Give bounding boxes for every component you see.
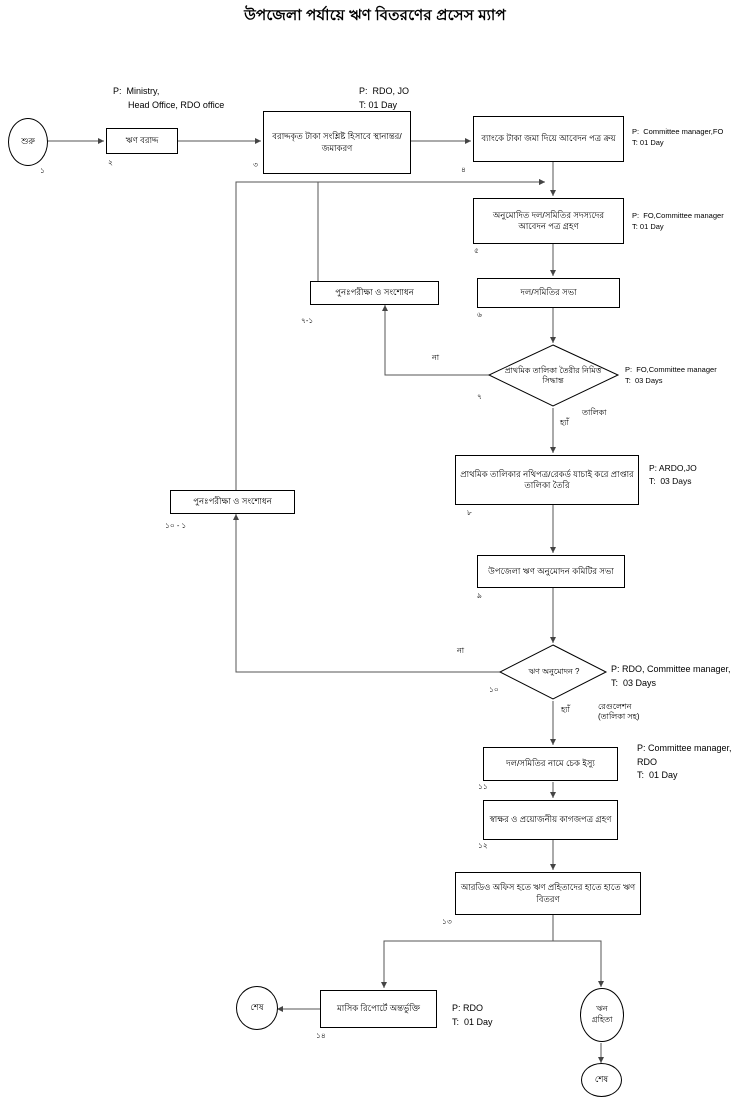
node-start-label: শুরু [21,136,35,147]
node-end-left-label: শেষ [250,1002,264,1013]
node-end-right-label: শেষ [594,1074,609,1085]
node-issue-cheque-number: ১১ [478,782,488,791]
node-rework-7-number: ৭-১ [301,316,314,325]
edge-label-yes-10: হ্যাঁ [561,705,570,714]
decision-primary-list-number: ৭ [477,392,482,401]
node-rework-10-number: ১০ - ১ [165,521,187,530]
node-rework-7[interactable]: পুনঃপরীক্ষা ও সংশোধন [310,281,439,305]
annotation-fo-committee-3days: P: FO,Committee manager T: 03 Days [625,365,717,386]
node-upazila-committee-meeting-label: উপজেলা ঋণ অনুমোদন কমিটির সভা [488,565,614,576]
node-receive-applications-number: ৫ [474,246,479,255]
node-start[interactable]: শুরু [8,118,48,166]
node-upazila-committee-meeting-number: ৯ [477,591,482,600]
node-receive-applications-label: অনুমোদিত দল/সমিতির সদস্যদের আবেদন পত্র গ… [492,209,605,231]
node-end-right[interactable]: শেষ [581,1063,622,1097]
node-disburse-loan-number: ১৩ [442,917,452,926]
node-borrower[interactable]: ঋন গ্রহিতা [580,988,624,1042]
node-loan-allocation-number: ২ [108,158,113,167]
annotation-rdo-1day: P: RDO T: 01 Day [452,1003,493,1027]
node-monthly-report-number: ১৪ [316,1031,326,1040]
annotation-ardo-jo: P: ARDO,JO T: 03 Days [649,463,697,486]
annotation-rdo-committee-3days: P: RDO, Committee manager, T: 03 Days [611,664,731,688]
node-fund-transfer-number: ৩ [253,160,258,169]
node-upazila-committee-meeting[interactable]: উপজেলা ঋণ অনুমোদন কমিটির সভা [477,555,625,588]
node-rework-10-label: পুনঃপরীক্ষা ও সংশোধন [193,496,272,507]
node-rework-10[interactable]: পুনঃপরীক্ষা ও সংশোধন [170,490,295,514]
node-verify-records-number: ৮ [467,508,472,517]
node-issue-cheque-label: দল/সমিতির নামে চেক ইস্যু [506,758,595,769]
node-buy-application-form[interactable]: ব্যাংকে টাকা জমা দিয়ে আবেদন পত্র ক্রয় [473,116,624,162]
edge-label-yes-7: হ্যাঁ [560,418,569,427]
edge-label-list-7: তালিকা [582,408,607,417]
node-fund-transfer[interactable]: বরাদ্দকৃত টাকা সংশ্লিষ্ট হিসাবে স্থানান্… [263,111,411,174]
node-verify-records[interactable]: প্রাথমিক তালিকার নথিপত্র/রেকর্ড যাচাই কর… [455,455,639,505]
page-title: উপজেলা পর্যায়ে ঋণ বিতরণের প্রসেস ম্যাপ [244,7,506,24]
node-loan-allocation[interactable]: ঋণ বরাদ্দ [106,128,178,154]
node-collect-signature-docs-label: স্বাক্ষর ও প্রয়োজনীয় কাগজপত্র গ্রহণ [489,814,612,825]
node-monthly-report[interactable]: মাসিক রিপোর্টে অন্তর্ভুক্তি [320,990,437,1028]
edge-label-no-10: না [457,646,465,655]
annotation-fo-committee: P: FO,Committee manager T: 01 Day [632,211,724,232]
node-disburse-loan-label: আরডিও অফিস হতে ঋণ প্রহিতাদের হাতে হাতে ঋ… [460,882,636,904]
node-buy-application-form-label: ব্যাংকে টাকা জমা দিয়ে আবেদন পত্র ক্রয় [481,133,616,144]
node-disburse-loan[interactable]: আরডিও অফিস হতে ঋণ প্রহিতাদের হাতে হাতে ঋ… [455,872,641,915]
node-group-meeting-label: দল/সমিতির সভা [520,287,577,298]
node-issue-cheque[interactable]: দল/সমিতির নামে চেক ইস্যু [483,747,618,781]
edge-label-regulation-10: রেগুলেশন (তালিকা সহ) [598,702,640,721]
node-group-meeting[interactable]: দল/সমিতির সভা [477,278,620,308]
node-monthly-report-label: মাসিক রিপোর্টে অন্তর্ভুক্তি [337,1003,420,1014]
annotation-committee-rdo-1day: P: Committee manager, RDO T: 01 Day [637,743,732,780]
edge-label-no-7: না [432,353,440,362]
node-receive-applications[interactable]: অনুমোদিত দল/সমিতির সদস্যদের আবেদন পত্র গ… [473,198,624,244]
annotation-committee-fo: P: Committee manager,FO T: 01 Day [632,127,724,148]
annotation-rdo-jo: P: RDO, JO T: 01 Day [359,86,410,110]
node-end-left[interactable]: শেষ [236,986,278,1030]
node-start-number: ১ [40,166,45,175]
node-buy-application-form-number: ৪ [461,165,466,174]
annotation-ministry: P: Ministry, Head Office, RDO office [113,86,225,110]
node-collect-signature-docs-number: ১২ [478,841,488,850]
node-loan-allocation-label: ঋণ বরাদ্দ [125,135,159,146]
decision-loan-approval-number: ১০ [489,685,499,694]
node-group-meeting-number: ৬ [477,310,482,319]
node-verify-records-label: প্রাথমিক তালিকার নথিপত্র/রেকর্ড যাচাই কর… [460,468,634,490]
node-fund-transfer-label: বরাদ্দকৃত টাকা সংশ্লিষ্ট হিসাবে স্থানান্… [272,131,402,153]
node-borrower-label: ঋন গ্রহিতা [591,1004,613,1024]
node-rework-7-label: পুনঃপরীক্ষা ও সংশোধন [335,287,414,298]
node-collect-signature-docs[interactable]: স্বাক্ষর ও প্রয়োজনীয় কাগজপত্র গ্রহণ [483,800,618,840]
